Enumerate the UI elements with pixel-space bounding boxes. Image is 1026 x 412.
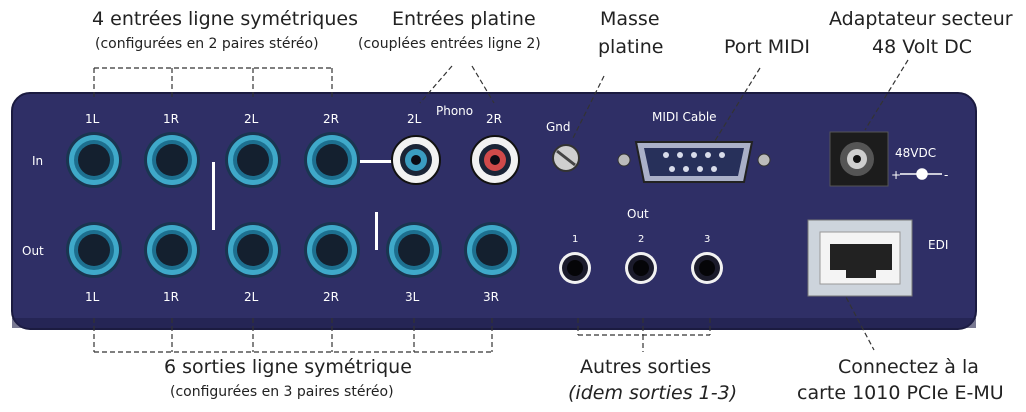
phono-leader-right [471, 65, 495, 104]
other-outputs-title: Autres sorties [580, 356, 712, 378]
polarity-symbol: + - [891, 168, 948, 182]
ground-screw [552, 144, 580, 172]
input-label-2l: 2L [244, 112, 259, 126]
input-jack-2r [304, 132, 360, 188]
output-label-1l: 1L [85, 290, 100, 304]
connect-label-line2: carte 1010 PCIe E-MU [797, 382, 1004, 404]
dc-leader [864, 59, 909, 131]
aux-jack-3 [691, 252, 723, 284]
midi-port-label: Port MIDI [724, 36, 810, 58]
midi-pin [719, 152, 725, 158]
midi-pin [691, 152, 697, 158]
phono-left-label: 2L [407, 112, 422, 126]
input-label-1l: 1L [85, 112, 100, 126]
aux-label-2: 2 [638, 234, 645, 245]
midi-leader [699, 67, 761, 166]
midi-cable-label: MIDI Cable [652, 110, 717, 124]
input-label-2r: 2R [323, 112, 339, 126]
midi-pin [705, 152, 711, 158]
masse-label-line2: platine [598, 36, 664, 58]
dc-label: 48VDC [895, 146, 937, 160]
midi-pin [663, 152, 669, 158]
aux-jack-1 [559, 252, 591, 284]
edi-port [807, 219, 913, 297]
row-label-out: Out [22, 244, 44, 258]
output-jack-3l [386, 222, 442, 278]
output-jack-2l [225, 222, 281, 278]
input-jack-1l [66, 132, 122, 188]
dc-power-jack [829, 131, 889, 187]
phono-jack-right [470, 135, 520, 185]
outputs-bracket [93, 318, 493, 353]
adapter-label-line2: 48 Volt DC [872, 36, 973, 58]
gnd-leader [571, 75, 605, 141]
inputs-subtitle: (configurées en 2 paires stéréo) [95, 36, 319, 52]
midi-pin [683, 166, 689, 172]
phono-title: Entrées platine [392, 8, 536, 30]
midi-pin [677, 152, 683, 158]
midi-pin [697, 166, 703, 172]
output-jack-2r [304, 222, 360, 278]
midi-pin [711, 166, 717, 172]
output-label-1r: 1R [163, 290, 179, 304]
output-label-2l: 2L [244, 290, 259, 304]
output-jack-1r [144, 222, 200, 278]
output-label-2r: 2R [323, 290, 339, 304]
midi-pin [669, 166, 675, 172]
phono-leader-left [419, 65, 453, 104]
aux-jack-2 [625, 252, 657, 284]
phono-subtitle: (couplées entrées ligne 2) [358, 36, 541, 52]
svg-text:-: - [944, 168, 948, 182]
outputs-title: 6 sorties ligne symétrique [164, 356, 412, 378]
input-jack-2l [225, 132, 281, 188]
connect-label-line1: Connectez à la [838, 356, 979, 378]
inputs-bracket [93, 67, 333, 98]
output-label-3l: 3L [405, 290, 420, 304]
outputs-subtitle: (configurées en 3 paires stéréo) [170, 384, 394, 400]
phono-label: Phono [436, 104, 474, 118]
inputs-title: 4 entrées ligne symétriques [92, 8, 358, 30]
row-label-in: In [32, 154, 44, 168]
gnd-label: Gnd [546, 120, 571, 134]
aux-label-1: 1 [572, 234, 579, 245]
input-jack-1r [144, 132, 200, 188]
output-jack-3r [464, 222, 520, 278]
phono-right-label: 2R [486, 112, 502, 126]
other-outputs-subtitle: (idem sorties 1-3) [568, 382, 738, 404]
aux-label-3: 3 [704, 234, 711, 245]
input-label-1r: 1R [163, 112, 179, 126]
edi-label: EDI [928, 238, 949, 252]
phono-jack-left [391, 135, 441, 185]
aux-out-label: Out [627, 207, 649, 221]
aux-bracket [577, 318, 711, 352]
adapter-label-line1: Adaptateur secteur [829, 8, 1013, 30]
svg-text:+: + [891, 168, 901, 182]
output-jack-1l [66, 222, 122, 278]
output-label-3r: 3R [483, 290, 499, 304]
masse-label-line1: Masse [600, 8, 660, 30]
